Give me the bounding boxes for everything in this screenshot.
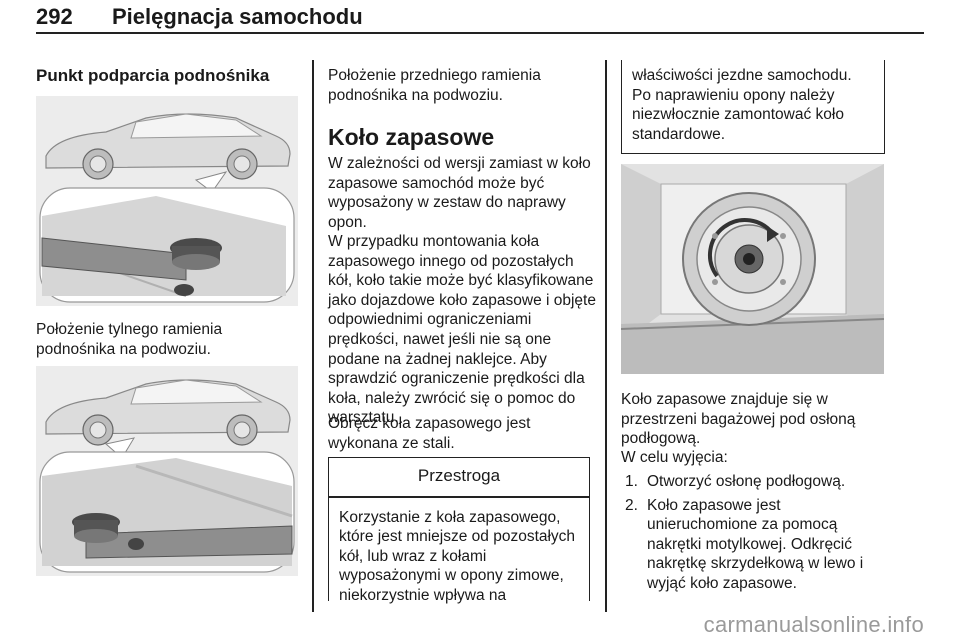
step-item: 2. Koło zapasowe jest unieruchomione za …: [621, 496, 883, 594]
paragraph-spare-wheel-limits: W przypadku montowania koła zapasowego i…: [328, 233, 596, 427]
page-number: 292: [36, 4, 73, 29]
rear-jack-illustration: [36, 96, 298, 306]
figure-front-jack-position: [36, 366, 298, 576]
caption-front-jack: Położenie przedniego ramienia podnośnika…: [328, 67, 541, 104]
paragraph-spare-wheel-location: Koło zapasowe znajduje się w przestrzeni…: [621, 391, 856, 448]
step-number: 1.: [625, 473, 638, 490]
column-divider-1: [312, 60, 314, 612]
figure-rear-jack-position: [36, 96, 298, 306]
page-title: Pielęgnacja samochodu: [112, 4, 363, 29]
step-number: 2.: [625, 496, 638, 514]
section-heading-jack-point: Punkt podparcia podnośnika: [36, 66, 270, 85]
watermark: carmanualsonline.info: [703, 612, 924, 637]
caution-text-continued: właściwości jezdne samochodu. Po naprawi…: [632, 67, 852, 143]
caution-title: Przestroga: [417, 466, 501, 485]
caption-rear-jack: Położenie tylnego ramienia podnośnika na…: [36, 321, 223, 358]
removal-steps-list: 1. Otworzyć osłonę podłogową. 2. Koło za…: [621, 472, 883, 594]
spare-wheel-illustration: [620, 164, 885, 374]
column-divider-2: [605, 60, 607, 612]
step-text: Otworzyć osłonę podłogową.: [647, 473, 846, 490]
caution-box-continued: właściwości jezdne samochodu. Po naprawi…: [621, 60, 885, 154]
step-item: 1. Otworzyć osłonę podłogową.: [621, 472, 883, 492]
figure-spare-wheel-trunk: [620, 164, 885, 374]
paragraph-steel-rim: Obręcz koła zapasowego jest wykonana ze …: [328, 415, 531, 452]
header-rule: [36, 32, 924, 34]
paragraph-repair-kit: W zależności od wersji zamiast w koło za…: [328, 155, 591, 231]
caution-box: Przestroga Korzystanie z koła zapasowego…: [328, 457, 590, 604]
step-text: Koło zapasowe jest unieruchomione za pom…: [647, 496, 864, 592]
section-heading-spare-wheel: Koło zapasowe: [328, 124, 495, 150]
front-jack-illustration: [36, 366, 298, 576]
caution-text: Korzystanie z koła zapasowego, które jes…: [339, 508, 576, 604]
caution-divider: [329, 496, 589, 498]
paragraph-removal-intro: W celu wyjęcia:: [621, 449, 728, 466]
